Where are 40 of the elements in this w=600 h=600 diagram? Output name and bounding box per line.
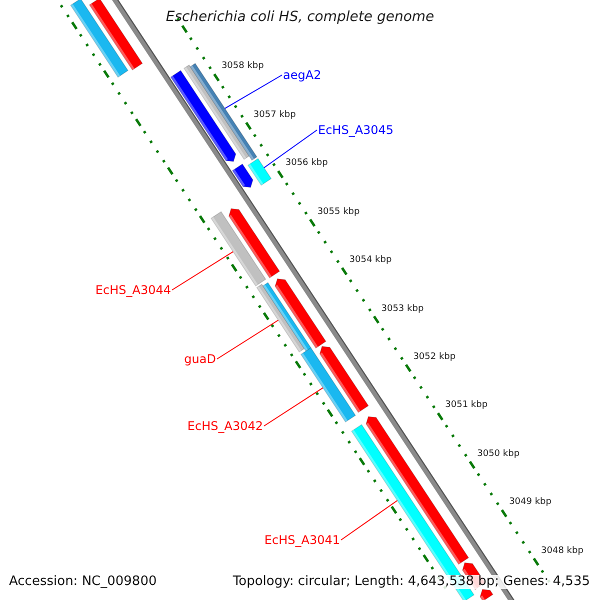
gene-bar: [232, 163, 254, 188]
gene-bar: [170, 70, 236, 162]
tick-label: 3051 kbp: [445, 399, 488, 412]
gene-bar: [256, 284, 305, 352]
tick-label: 3048 kbp: [541, 544, 584, 558]
gene-bar: [70, 0, 129, 78]
gene-bar: [300, 347, 356, 423]
gene-label: EcHS_A3042: [187, 419, 263, 433]
leader-line: [172, 251, 234, 290]
gene-bar: [366, 416, 470, 565]
gene-bar: [247, 158, 272, 186]
tick-label: 3049 kbp: [509, 496, 552, 510]
tick-label: 3054 kbp: [349, 254, 392, 268]
title: Escherichia coli HS, complete genome: [164, 10, 436, 24]
leader-line: [216, 320, 279, 360]
leader-line: [264, 387, 324, 426]
gene-bar: [480, 588, 494, 600]
leader-line: [224, 74, 282, 109]
leader-line: [264, 130, 318, 168]
gene-label: guaD: [184, 352, 216, 366]
gene-bar: [210, 211, 266, 286]
tick-label: 3055 kbp: [317, 206, 360, 219]
gene-bar: [262, 282, 312, 352]
tick-label: 3052 kbp: [413, 351, 456, 364]
gene-label: aegA2: [283, 68, 322, 82]
gene-bar: [319, 346, 369, 413]
gene-bar: [88, 0, 143, 71]
tick-label: 3056 kbp: [285, 157, 328, 170]
footer-text: Accession: NC_009800: [9, 575, 157, 589]
gene-bar: [228, 208, 280, 278]
leader-line: [340, 500, 398, 540]
gene-label: EcHS_A3044: [95, 283, 171, 297]
tick-label: 3053 kbp: [381, 302, 424, 316]
tick-label: 3057 kbp: [253, 108, 296, 122]
gene-bar: [274, 278, 326, 349]
gene-bar: [351, 424, 475, 600]
gene-label: EcHS_A3041: [264, 533, 340, 547]
gene-label: EcHS_A3045: [318, 123, 394, 137]
tick-label: 3050 kbp: [477, 448, 520, 461]
tick-label: 3058 kbp: [221, 60, 264, 74]
